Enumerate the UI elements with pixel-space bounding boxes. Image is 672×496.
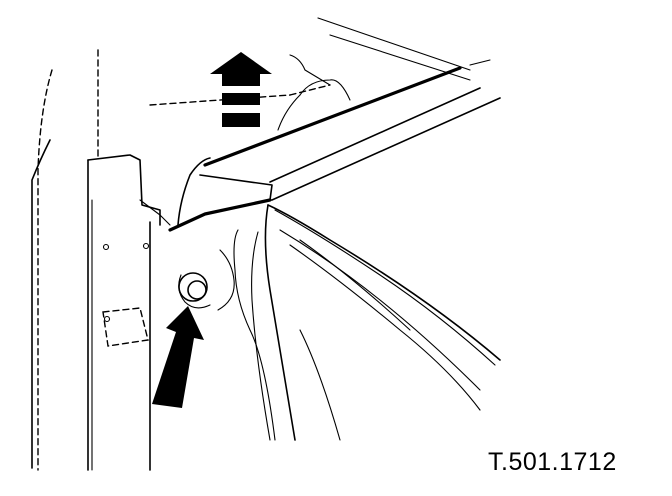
figure-reference-code: T.501.1712 [488, 448, 617, 476]
fastener-icon [178, 272, 211, 309]
pillar-body [31, 139, 171, 471]
pointer-arrow-icon [152, 306, 204, 408]
window-opening [217, 204, 501, 441]
up-arrow-icon [210, 52, 272, 127]
dashed-body-outline [37, 49, 331, 471]
roof-rail [168, 17, 501, 232]
